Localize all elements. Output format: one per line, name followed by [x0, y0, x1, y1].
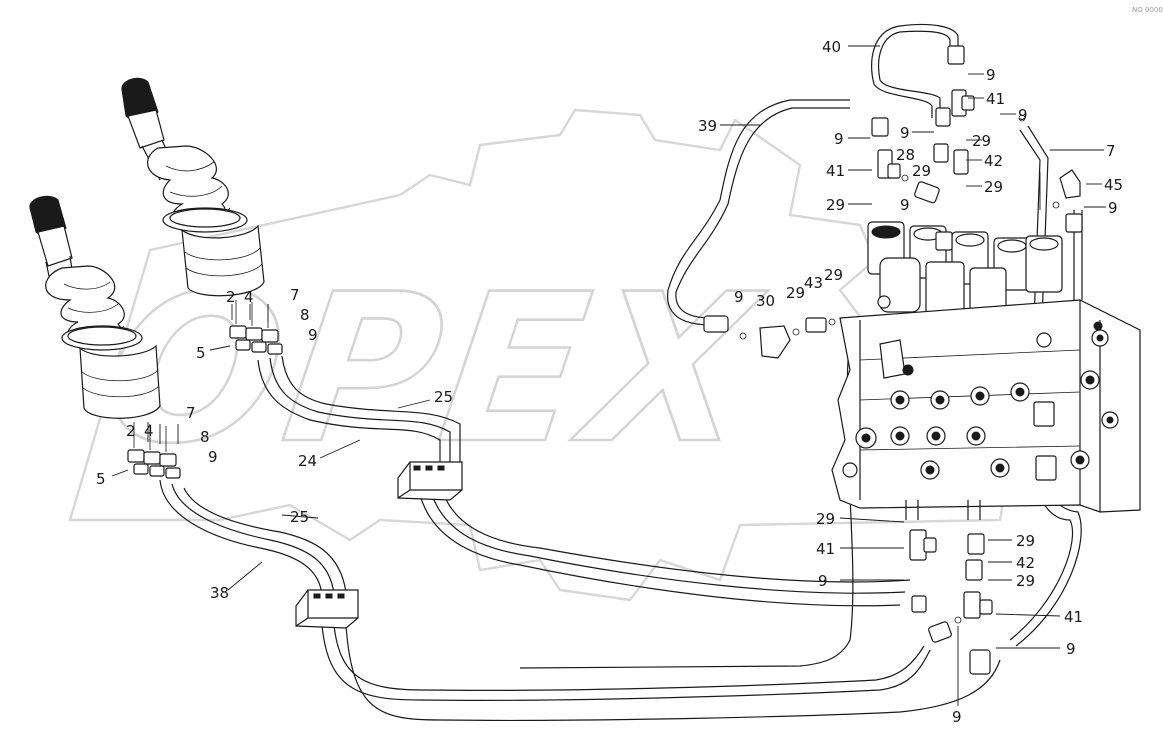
corner-note: NO 0000	[1132, 6, 1163, 14]
callout-29: 29	[1016, 572, 1035, 590]
callout-9: 9	[986, 66, 996, 84]
callout-8: 8	[200, 428, 210, 446]
callout-39: 39	[698, 117, 717, 135]
callout-29: 29	[816, 510, 835, 528]
callout-9: 9	[1066, 640, 1076, 658]
callout-7: 7	[186, 404, 196, 422]
callout-9: 9	[900, 124, 910, 142]
callout-9: 9	[734, 288, 744, 306]
callout-41: 41	[816, 540, 835, 558]
left-joystick	[29, 195, 181, 479]
callout-7: 7	[1106, 142, 1116, 160]
pilot-block-1	[397, 461, 463, 501]
callout-9: 9	[952, 708, 962, 726]
callout-29: 29	[972, 132, 991, 150]
callout-42: 42	[984, 152, 1003, 170]
right-joystick-fittings	[229, 300, 283, 355]
callout-25: 25	[290, 508, 309, 526]
callout-29: 29	[824, 266, 843, 284]
callout-29: 29	[826, 196, 845, 214]
callout-40: 40	[822, 38, 841, 56]
callout-29: 29	[984, 178, 1003, 196]
callout-43: 43	[804, 274, 823, 292]
callout-45: 45	[1104, 176, 1123, 194]
callout-9: 9	[308, 326, 318, 344]
callout-labels: 40 9 41 9 39 9 9 29 28 42 41 29 29 7 45 …	[96, 38, 1123, 726]
callout-9: 9	[1018, 106, 1028, 124]
callout-24: 24	[298, 452, 317, 470]
callout-5: 5	[196, 344, 206, 362]
main-control-valve	[831, 221, 1141, 520]
callout-29: 29	[912, 162, 931, 180]
callout-4: 4	[244, 288, 254, 306]
callout-2: 2	[126, 422, 136, 440]
callout-38: 38	[210, 584, 229, 602]
left-joystick-body	[79, 344, 161, 419]
callout-5: 5	[96, 470, 106, 488]
callout-25: 25	[434, 388, 453, 406]
callout-41: 41	[826, 162, 845, 180]
leader-lines	[111, 45, 1106, 706]
callout-29: 29	[1016, 532, 1035, 550]
callout-41: 41	[986, 90, 1005, 108]
callout-9: 9	[900, 196, 910, 214]
right-joystick-body	[181, 224, 265, 297]
callout-42: 42	[1016, 554, 1035, 572]
valve-fittings	[703, 45, 1083, 675]
callout-7: 7	[290, 286, 300, 304]
callout-9: 9	[1108, 199, 1118, 217]
valve-ports	[842, 295, 1119, 480]
callout-9: 9	[208, 448, 218, 466]
pilot-block-2	[295, 589, 359, 629]
valve-body	[831, 299, 1141, 513]
callout-29: 29	[786, 284, 805, 302]
callout-28: 28	[896, 146, 915, 164]
callout-2: 2	[226, 288, 236, 306]
callout-41: 41	[1064, 608, 1083, 626]
callout-30: 30	[756, 292, 775, 310]
callout-9: 9	[834, 130, 844, 148]
callout-8: 8	[300, 306, 310, 324]
callout-4: 4	[144, 422, 154, 440]
left-joystick-fittings	[127, 422, 181, 479]
callout-9: 9	[818, 572, 828, 590]
right-joystick	[121, 77, 283, 355]
